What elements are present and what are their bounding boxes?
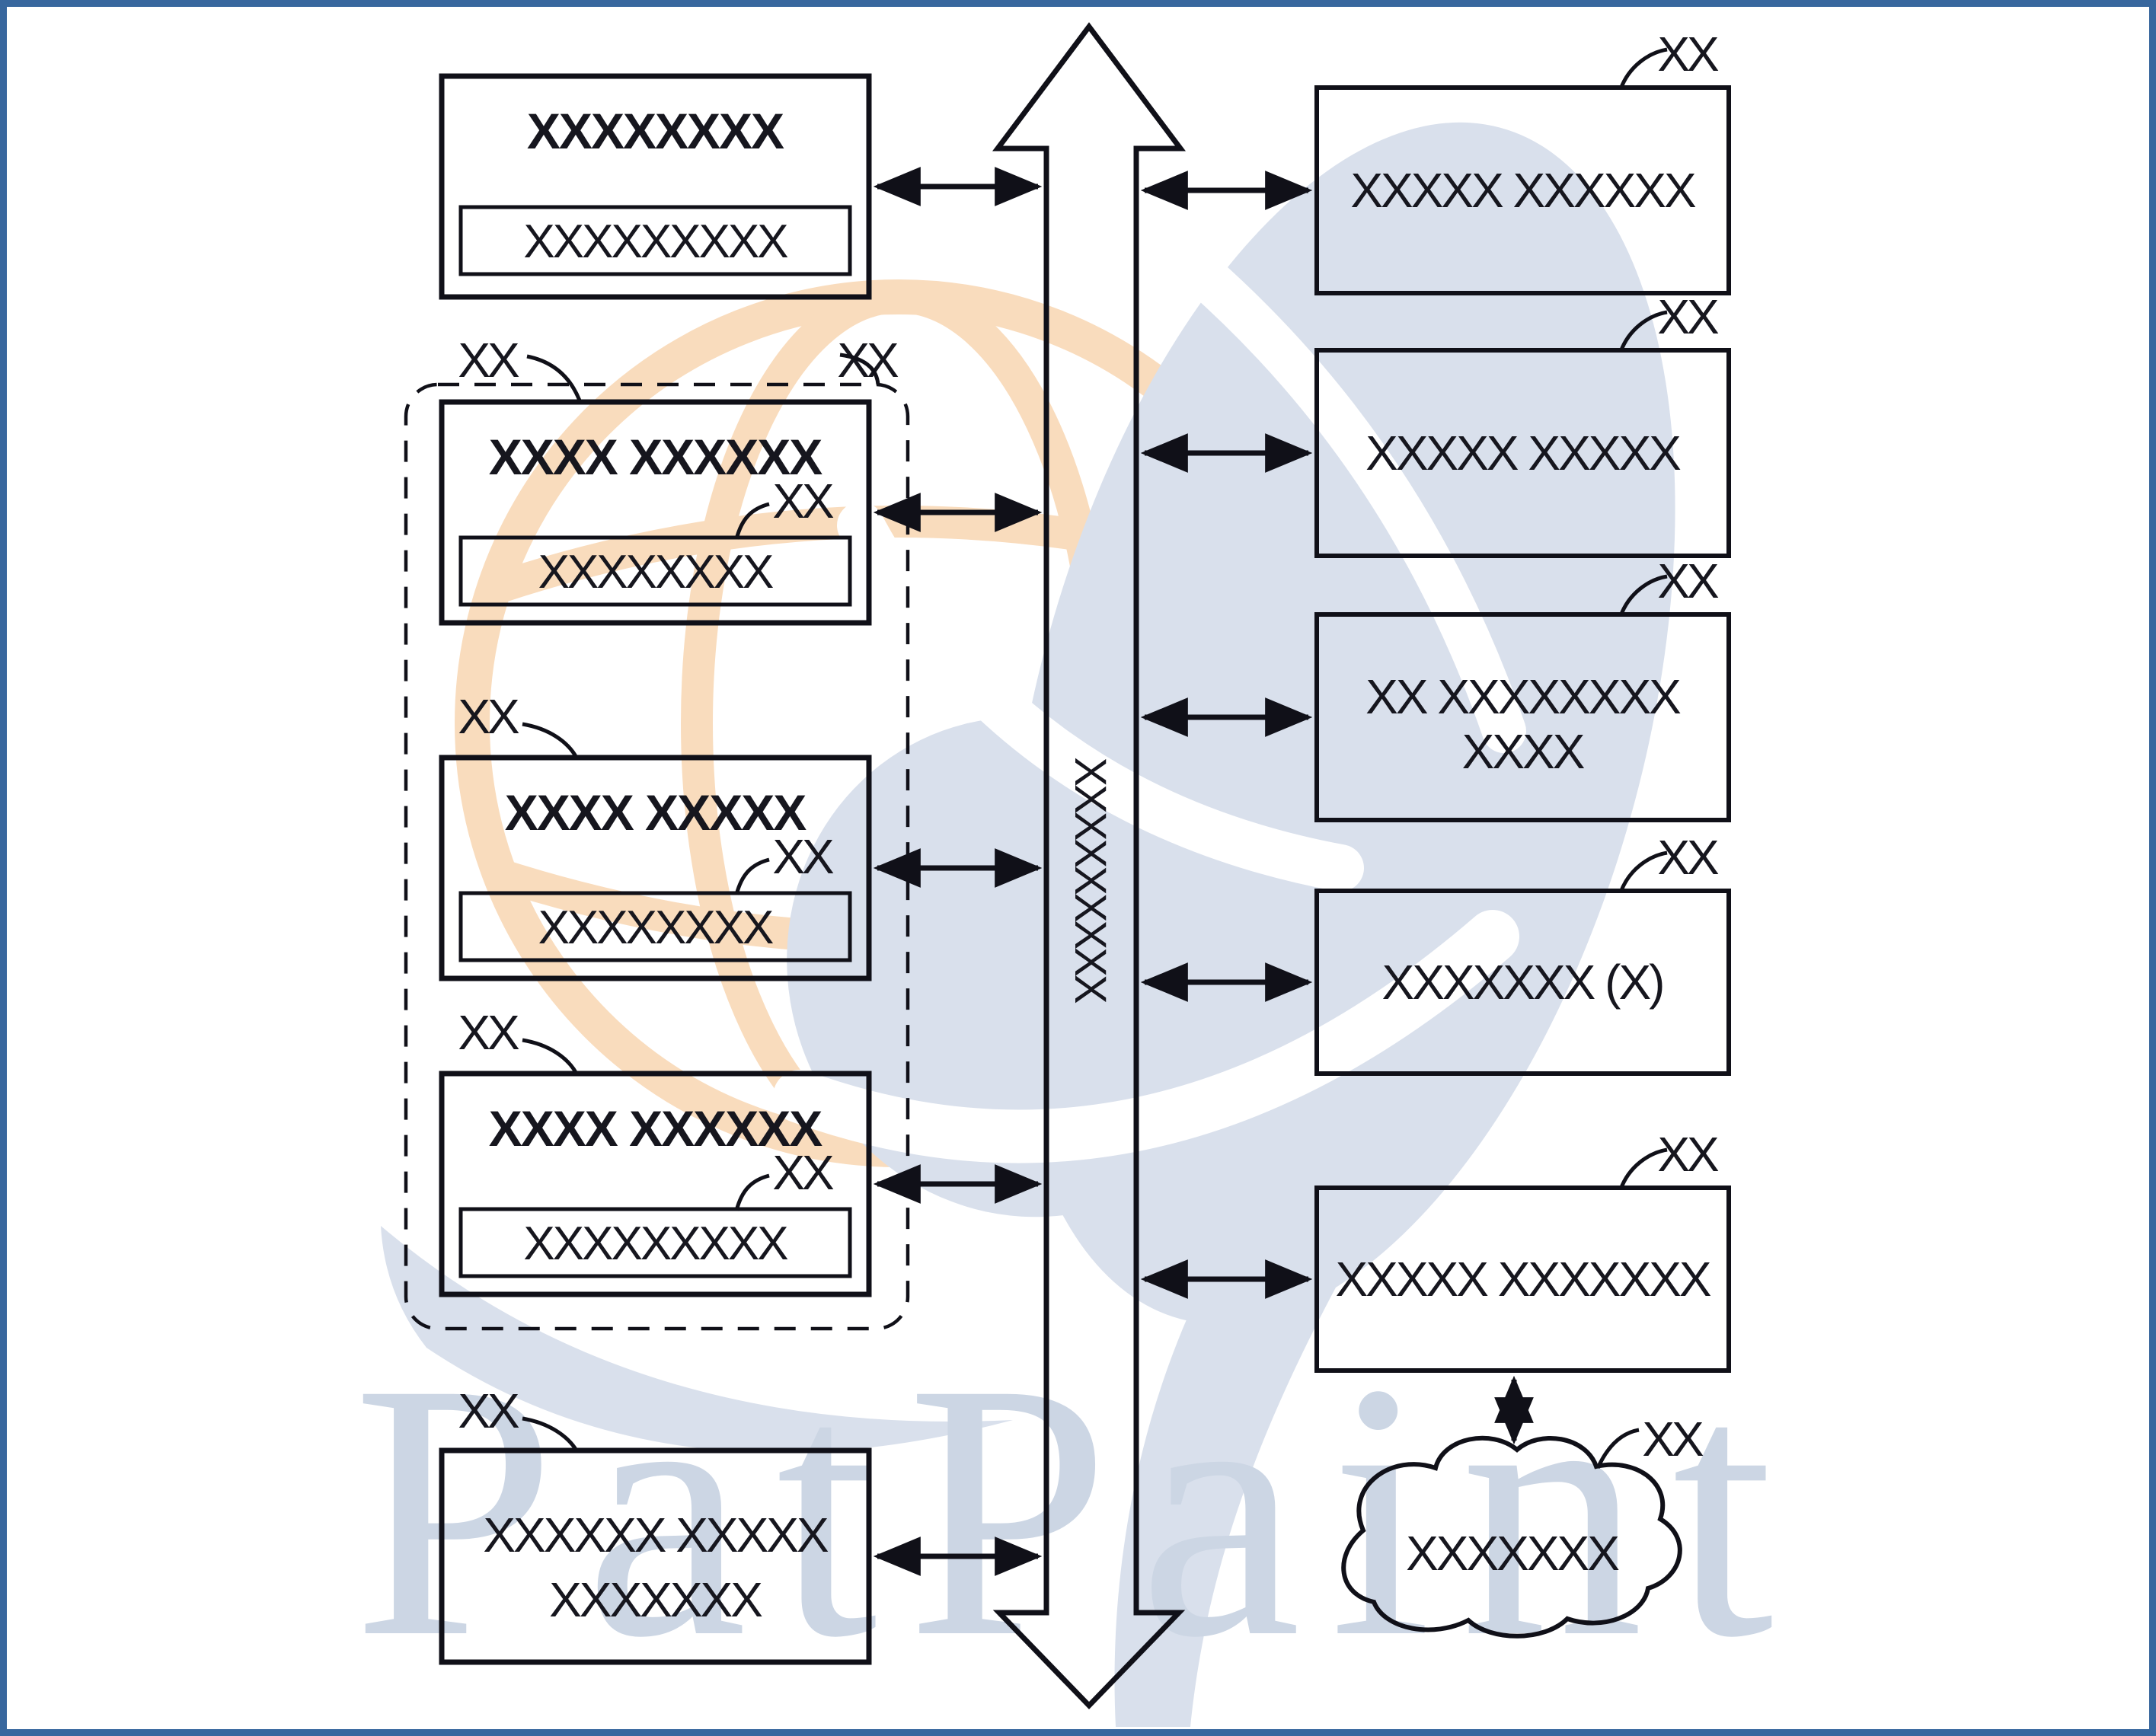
right-box-5-outline (1314, 1186, 1731, 1373)
left-box-top: XXXXXXXX XXXXXXXXX (439, 73, 872, 300)
left-box-bottom-line2: XXXXXXX (549, 1572, 762, 1627)
ref-label-cloud: XX (1642, 1412, 1704, 1466)
right-box-4: XX XXXXXXX (X) (1314, 830, 1731, 1076)
watermark-text: PatPaint (353, 1307, 1803, 1712)
left-box-2-outline (439, 399, 872, 626)
watermark-leaf-swoosh (773, 122, 1675, 1727)
dashed-group-outline (404, 382, 910, 1331)
leader-curve (522, 722, 579, 759)
leader-curve (1618, 574, 1668, 617)
leader-curve (734, 857, 770, 895)
leaf-tail-icon (1114, 1180, 1378, 1727)
left-box-4-inner-outline (458, 1207, 852, 1278)
right-box-2: XX XXXXX XXXXX (1314, 289, 1731, 558)
ref-label-box: XX (1657, 289, 1719, 344)
left-box-4: XX XXXX XXXXXX XXXXXXXXX XX (439, 1005, 872, 1297)
leader-curve (734, 1173, 770, 1211)
cloud-text: XXXXXXX (1406, 1526, 1619, 1581)
right-box-4-outline (1314, 889, 1731, 1076)
leaf-vein-icon (1105, 191, 1526, 753)
left-box-3: XX XXXX XXXXX XXXXXXXX XX (439, 689, 872, 981)
left-box-top-inner-text: XXXXXXXXX (523, 215, 788, 268)
left-box-2-title: XXXX XXXXXX (489, 429, 823, 485)
right-box-2-outline (1314, 348, 1731, 558)
left-box-bottom-outline (439, 1447, 872, 1665)
ref-label-box: XX (1657, 1127, 1719, 1182)
left-box-3-inner-text: XXXXXXXX (538, 902, 774, 954)
right-box-5-text: XXXXX XXXXXXX (1335, 1252, 1710, 1307)
left-box-2-inner-outline (458, 535, 852, 607)
cloud-shape (1341, 1435, 1682, 1639)
left-box-top-outline (439, 73, 872, 300)
ref-label-group-right: XX (837, 333, 899, 388)
ref-label-box: XX (458, 1383, 519, 1438)
ref-label-box: XX (458, 689, 519, 744)
left-box-2-inner-text: XXXXXXXX (538, 546, 774, 598)
ref-label-inner: XX (772, 474, 834, 528)
leader-curve (1618, 850, 1668, 893)
left-box-bottom: XX XXXXXX XXXXX XXXXXXX (439, 1383, 872, 1665)
ref-label-inner: XX (772, 1145, 834, 1200)
leader-curve (839, 353, 880, 385)
figure-canvas: PatPaint XXXXXXXXX XX XX XXXXXXXX XXXXXX… (353, 22, 1803, 1727)
right-box-1: XX XXXXX XXXXXX (1314, 27, 1731, 295)
right-box-5: XX XXXXX XXXXXXX (1314, 1127, 1731, 1373)
bus-double-arrow (992, 22, 1186, 1710)
leader-curve (1595, 1428, 1640, 1470)
ref-label-group-left: XX (458, 333, 519, 388)
right-box-3-line1: XX XXXXXXXX (1365, 669, 1681, 724)
leader-curve (1618, 1147, 1668, 1190)
left-box-4-title: XXXX XXXXXX (489, 1100, 823, 1157)
left-box-3-title: XXXX XXXXX (505, 784, 807, 841)
bus-vertical-label: XXXXXXXXX (1065, 757, 1115, 1003)
right-box-1-outline (1314, 85, 1731, 295)
left-box-top-title: XXXXXXXX (527, 103, 784, 159)
ref-label-box: XX (1657, 830, 1719, 885)
left-box-3-inner-outline (458, 891, 852, 962)
left-box-top-inner-outline (458, 205, 852, 276)
leader-curve (526, 354, 582, 401)
right-box-1-text: XXXXX XXXXXX (1350, 163, 1696, 218)
left-box-bottom-line1: XXXXXX XXXXX (483, 1508, 829, 1562)
ref-label-box: XX (458, 1005, 519, 1060)
right-box-3-line2: XXXX (1462, 724, 1585, 779)
ref-label-box: XX (1657, 27, 1719, 81)
globe-swoosh-icon (381, 1226, 1013, 1453)
left-box-4-outline (439, 1071, 872, 1297)
right-box-3: XX XX XXXXXXXX XXXX (1314, 554, 1731, 822)
ref-label-inner: XX (772, 829, 834, 884)
ref-label-box: XX (1657, 554, 1719, 608)
leaf-vein-icon (773, 910, 1519, 1163)
right-box-4-text: XXXXXXX (X) (1382, 955, 1663, 1010)
left-box-3-outline (439, 755, 872, 981)
leaf-lobe-icon (787, 716, 1270, 1217)
leader-curve (1618, 47, 1668, 90)
leader-curve (522, 1038, 579, 1075)
leader-curve (734, 502, 770, 540)
right-box-2-text: XXXXX XXXXX (1365, 426, 1681, 480)
left-box-2: XXXX XXXXXX XXXXXXXX XX (439, 399, 872, 626)
leader-curve (522, 1416, 579, 1452)
left-box-4-inner-text: XXXXXXXXX (523, 1217, 788, 1270)
right-box-3-outline (1314, 612, 1731, 822)
leader-curve (1618, 310, 1668, 353)
